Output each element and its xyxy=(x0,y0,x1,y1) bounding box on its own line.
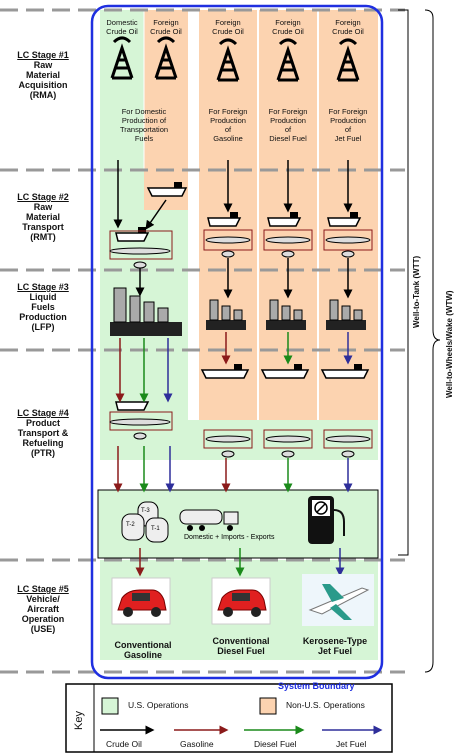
car-icon xyxy=(211,577,271,625)
stage-label-rmt: LC Stage #2 Raw Material Transport (RMT) xyxy=(17,192,69,242)
system-boundary-label: System Boundary xyxy=(278,681,355,691)
pipeline-icon xyxy=(323,429,373,458)
oil-well-icon xyxy=(336,38,360,82)
crude-oil-arrows xyxy=(113,160,353,299)
stage-label-lfp: LC Stage #3 Liquid Fuels Production (LFP… xyxy=(17,282,69,332)
pipeline-icon xyxy=(109,227,173,269)
car-icon xyxy=(111,577,171,625)
pipeline-icon xyxy=(263,429,313,458)
wtt-label: Well-to-Tank (WTT) xyxy=(412,255,421,328)
key-nonus-swatch xyxy=(259,697,277,715)
wtt-bracket xyxy=(398,9,409,556)
stage-label-ptr: LC Stage #4 Product Transport & Refuelin… xyxy=(17,408,69,458)
key-crude-label: Crude Oil xyxy=(106,739,142,749)
refinery-icon xyxy=(326,299,366,330)
oil-well-icon xyxy=(154,36,178,80)
pipeline-icon xyxy=(263,212,313,258)
key-box xyxy=(65,683,393,753)
wtw-label: Well-to-Wheels/Wake (WTW) xyxy=(445,290,454,398)
refinery-icon xyxy=(110,287,182,336)
key-title: Key xyxy=(73,711,85,730)
jet-fuel-arrows xyxy=(163,332,353,577)
stage-label-rma: LC Stage #1 Raw Material Acquisition (RM… xyxy=(17,50,69,100)
airplane-icon xyxy=(302,574,374,626)
diesel-arrows xyxy=(139,332,293,577)
system-boundary xyxy=(90,4,384,680)
pipeline-icon xyxy=(109,401,173,440)
tank-label: T-3 xyxy=(141,508,150,514)
key-diesel-label: Diesel Fuel xyxy=(254,739,297,749)
pipeline-icon xyxy=(323,212,373,258)
stage-label-use: LC Stage #5 Vehicle/ Aircraft Operation … xyxy=(17,584,69,634)
fuel-pump-icon xyxy=(308,496,345,544)
pipeline-icon xyxy=(203,212,253,258)
tanker-truck-icon xyxy=(179,509,239,531)
oil-well-icon xyxy=(110,36,134,80)
tanker-ship-icon xyxy=(200,364,250,379)
wtw-bracket xyxy=(424,9,441,673)
key-us-label: U.S. Operations xyxy=(128,700,189,710)
tanker-ship-icon xyxy=(260,364,310,379)
storage-tanks-icon xyxy=(121,501,169,543)
key-gasoline-label: Gasoline xyxy=(180,739,214,749)
gasoline-arrows xyxy=(113,332,231,577)
tanker-ship-icon xyxy=(146,182,188,197)
key-nonus-label: Non-U.S. Operations xyxy=(286,700,365,710)
tank-label: T-1 xyxy=(151,526,160,532)
tank-label: T-2 xyxy=(126,522,135,528)
key-jet-label: Jet Fuel xyxy=(336,739,367,749)
key-us-swatch xyxy=(101,697,119,715)
oil-well-icon xyxy=(216,38,240,82)
refinery-icon xyxy=(206,299,246,330)
refinery-icon xyxy=(266,299,306,330)
pipeline-icon xyxy=(203,429,253,458)
tanker-ship-icon xyxy=(320,364,370,379)
oil-well-icon xyxy=(276,38,300,82)
distribution-text: Domestic + Imports - Exports xyxy=(184,534,275,541)
